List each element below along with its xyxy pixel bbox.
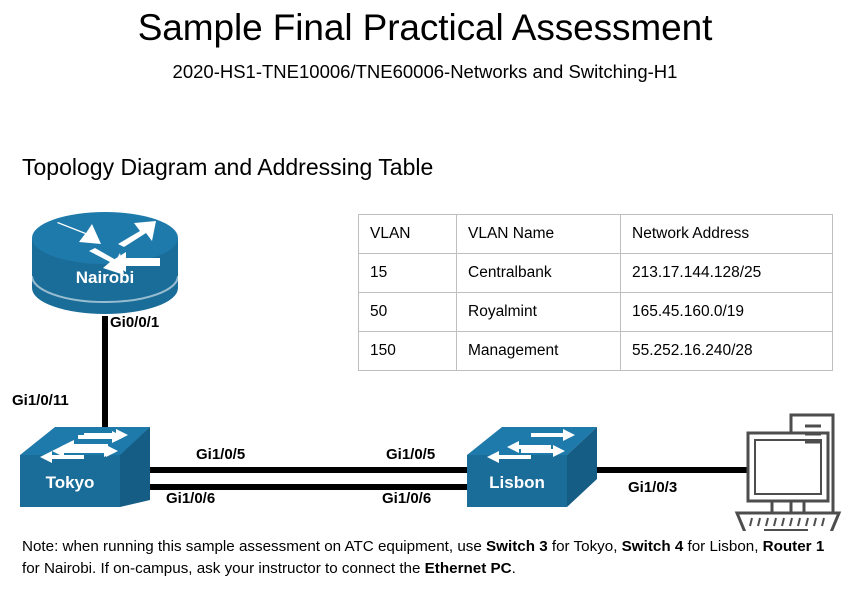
device-switch-lisbon[interactable]: Lisbon xyxy=(467,427,597,507)
table-header-vlan-name: VLAN Name xyxy=(456,214,621,254)
port-label-tokyo-gi1-0-11: Gi1/0/11 xyxy=(12,392,69,409)
port-label-lisbon-gi1-0-5: Gi1/0/5 xyxy=(386,446,436,463)
table-row: 50 Royalmint 165.45.160.0/19 xyxy=(358,292,833,332)
cell-network-address: 165.45.160.0/19 xyxy=(620,292,833,332)
cell-vlan: 150 xyxy=(358,331,457,371)
switch-arrows-icon-detail xyxy=(40,429,128,463)
footer-note-text: for Tokyo, xyxy=(547,538,622,555)
footer-note-emphasis: Switch 3 xyxy=(486,538,548,555)
footer-note-emphasis: Switch 4 xyxy=(621,538,684,555)
port-label-nairobi-gi0-0-1: Gi0/0/1 xyxy=(110,314,160,331)
keyboard-keys-icon xyxy=(749,517,825,531)
port-label-lisbon-gi1-0-6: Gi1/0/6 xyxy=(382,490,432,507)
router-arrows-icon xyxy=(57,221,160,275)
device-ethernet-pc[interactable] xyxy=(734,413,842,531)
device-router-nairobi[interactable]: Nairobi xyxy=(31,212,179,314)
device-label-lisbon: Lisbon xyxy=(489,473,545,492)
cell-vlan-name: Management xyxy=(456,331,621,371)
device-switch-tokyo[interactable]: Tokyo xyxy=(20,427,150,507)
tower-vents-icon xyxy=(805,424,821,444)
footer-note-text: . xyxy=(511,560,516,577)
footer-note-text: for Lisbon, xyxy=(683,538,763,555)
port-label-lisbon-gi1-0-3: Gi1/0/3 xyxy=(628,479,678,496)
footer-note-text: for Nairobi. If on-campus, ask your inst… xyxy=(22,560,425,577)
cell-vlan-name: Royalmint xyxy=(456,292,621,332)
addressing-table: VLAN VLAN Name Network Address 15 Centra… xyxy=(358,214,833,371)
port-label-tokyo-gi1-0-5: Gi1/0/5 xyxy=(196,446,246,463)
page-subtitle: 2020-HS1-TNE10006/TNE60006-Networks and … xyxy=(172,61,678,82)
footer-note-emphasis: Router 1 xyxy=(762,538,825,555)
topology-diagram: Nairobi xyxy=(0,196,850,531)
table-row: 15 Centralbank 213.17.144.128/25 xyxy=(358,253,833,293)
cell-vlan: 15 xyxy=(358,253,457,293)
cell-network-address: 55.252.16.240/28 xyxy=(620,331,833,371)
page-title: Sample Final Practical Assessment xyxy=(137,7,713,48)
device-label-tokyo: Tokyo xyxy=(46,473,95,492)
cell-vlan: 50 xyxy=(358,292,457,332)
footer-note-emphasis: Ethernet PC xyxy=(424,560,512,577)
cell-network-address: 213.17.144.128/25 xyxy=(620,253,833,293)
footer-note-text: Note: when running this sample assessmen… xyxy=(22,538,487,555)
section-heading: Topology Diagram and Addressing Table xyxy=(22,154,434,180)
footer-note: Note: when running this sample assessmen… xyxy=(22,536,834,580)
device-label-nairobi: Nairobi xyxy=(76,268,135,287)
switch-arrows-icon xyxy=(487,429,575,463)
table-row: 150 Management 55.252.16.240/28 xyxy=(358,331,833,371)
table-header-row: VLAN VLAN Name Network Address xyxy=(358,214,833,254)
port-label-tokyo-gi1-0-6: Gi1/0/6 xyxy=(166,490,216,507)
table-header-vlan: VLAN xyxy=(358,214,457,254)
